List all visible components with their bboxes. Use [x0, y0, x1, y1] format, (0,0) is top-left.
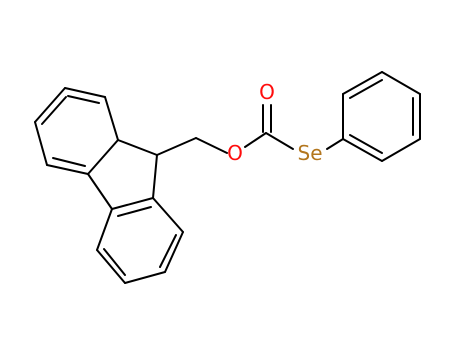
carbonyl-oxygen-label: O: [259, 80, 275, 104]
fluorene-upper-ring: [34, 87, 119, 175]
phenyl-ring: [342, 71, 421, 162]
fluorene-lower-ring: [96, 197, 184, 284]
linker-bonds: [156, 104, 344, 156]
ether-oxygen-label: O: [227, 141, 243, 165]
fluorene-five-ring: [87, 139, 158, 210]
selenium-label: Se: [298, 141, 323, 165]
bond-lines: [34, 71, 421, 284]
